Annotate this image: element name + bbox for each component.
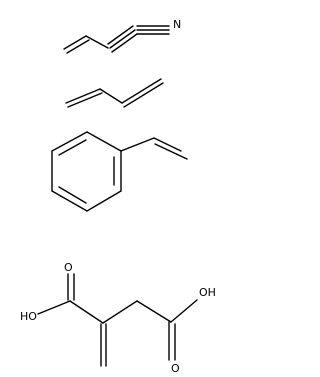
butadiene-left-double-bond-a xyxy=(65,88,101,104)
left-carbonyl-oxygen-label: O xyxy=(64,261,73,274)
styrene-ring-bond-2 xyxy=(86,131,122,152)
styrene-vinyl-double-bond-b xyxy=(154,143,188,160)
butadiene-structure xyxy=(65,78,164,108)
acrylonitrile-triple-bond-a xyxy=(107,25,134,45)
right-acid-hydroxyl-label: OH xyxy=(199,286,216,299)
styrene-inner-double-bond-1 xyxy=(58,139,87,156)
itaconic-ch2-to-right-acid-bond xyxy=(136,300,172,323)
styrene-ring-bond-1 xyxy=(51,131,88,152)
itaconic-left-hydroxyl-bond xyxy=(37,300,71,315)
acrylonitrile-triple-bond-c xyxy=(111,33,138,53)
molecular-structure-canvas: N HO O OH xyxy=(20,18,216,375)
styrene-structure xyxy=(51,131,188,212)
itaconic-center-to-ch2-bond xyxy=(102,300,138,324)
itaconic-right-hydroxyl-bond xyxy=(170,299,198,323)
acrylonitrile-vinyl-double-bond-b xyxy=(66,39,90,54)
butadiene-right-double-bond-a xyxy=(121,78,162,104)
acrylonitrile-vinyl-double-bond-a xyxy=(63,35,87,50)
right-carbonyl-oxygen-label: O xyxy=(171,362,180,375)
styrene-vinyl-single-bond xyxy=(120,137,155,152)
butadiene-left-double-bond-b xyxy=(67,92,103,108)
itaconic-left-to-center-bond xyxy=(69,300,104,324)
nitrogen-label: N xyxy=(173,18,181,31)
molecule-diagram: N HO O OH xyxy=(20,18,216,375)
left-acid-hydroxyl-label: HO xyxy=(20,310,37,323)
acrylonitrile-triple-bond-b xyxy=(109,29,136,49)
styrene-ring-bond-4 xyxy=(86,190,122,212)
butadiene-center-bond xyxy=(99,88,123,104)
acrylonitrile-single-bond xyxy=(85,35,109,49)
styrene-ring-bond-5 xyxy=(51,190,88,212)
itaconic-acid-structure: HO O OH O xyxy=(20,261,216,375)
acrylonitrile-structure: N xyxy=(63,18,181,54)
styrene-vinyl-double-bond-a xyxy=(153,137,182,152)
styrene-inner-double-bond-3 xyxy=(58,186,87,204)
butadiene-right-double-bond-b xyxy=(123,82,164,108)
